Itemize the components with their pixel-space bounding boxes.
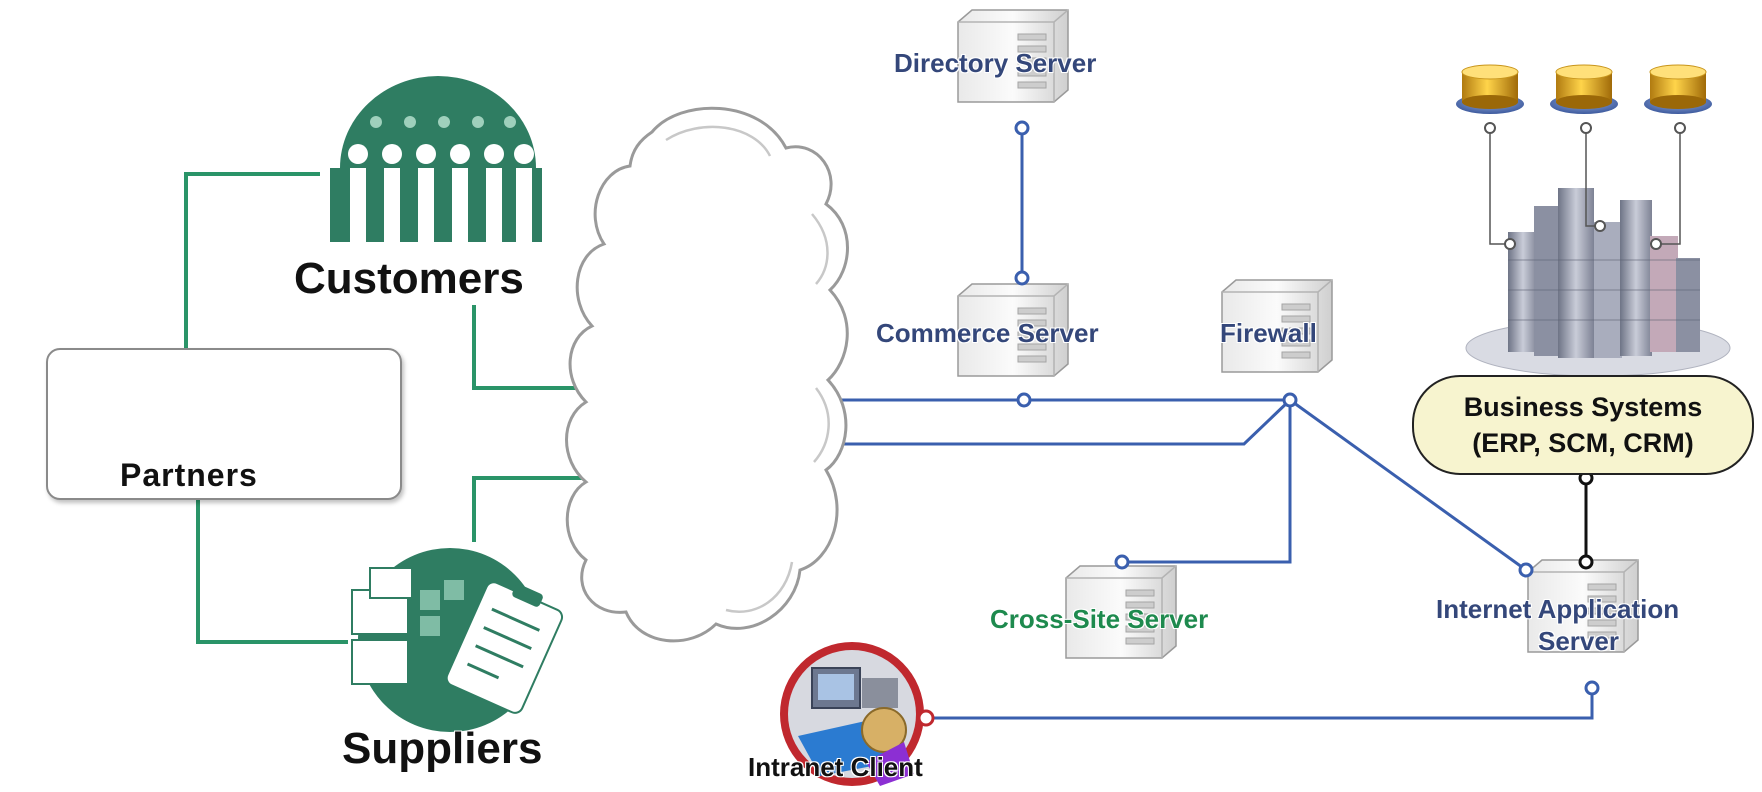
customers-group-icon xyxy=(330,76,542,242)
partners-label: Partners xyxy=(120,457,258,493)
intranet-node xyxy=(917,709,935,727)
link-intranet-appserver xyxy=(926,688,1594,720)
internet-cloud-icon xyxy=(565,106,849,643)
business-buildings-icon xyxy=(1465,188,1731,377)
business-systems-box: Business Systems (ERP, SCM, CRM) xyxy=(1412,375,1754,475)
database-icon xyxy=(1643,64,1713,115)
directory-server-label: Directory Server xyxy=(894,48,1097,78)
database-icon xyxy=(1455,64,1525,115)
business-nodes xyxy=(1578,470,1594,570)
commerce-server-label: Commerce Server xyxy=(876,318,1099,348)
partner-links xyxy=(184,172,600,644)
cross-site-server-label: Cross-Site Server xyxy=(990,604,1209,634)
suppliers-label: Suppliers xyxy=(342,724,543,773)
internet-application-server-label-2: Server xyxy=(1538,626,1619,656)
supplier-documents-icon xyxy=(351,548,564,732)
link-cloud-firewall-2 xyxy=(830,398,1292,446)
intranet-client-label: Intranet Client xyxy=(748,752,923,782)
business-systems-subtitle: (ERP, SCM, CRM) xyxy=(1472,428,1694,458)
network-links xyxy=(830,128,1594,720)
firewall-label: Firewall xyxy=(1220,318,1317,348)
connection-nodes xyxy=(1014,120,1600,696)
internet-application-server-label-1: Internet Application xyxy=(1436,594,1680,624)
link-customers-partners xyxy=(184,172,320,348)
customers-label: Customers xyxy=(294,254,524,303)
link-customers-cloud xyxy=(472,305,600,390)
link-suppliers-cloud xyxy=(472,476,600,542)
link-partners-suppliers xyxy=(196,500,348,644)
link-firewall-appserver xyxy=(1289,398,1527,572)
database-nodes xyxy=(1484,122,1686,250)
workstation-icon xyxy=(780,642,924,786)
database-icon xyxy=(1549,64,1619,115)
link-firewall-crosssite xyxy=(1122,400,1292,564)
business-systems-title: Business Systems xyxy=(1463,392,1703,422)
partners-box xyxy=(46,348,402,500)
